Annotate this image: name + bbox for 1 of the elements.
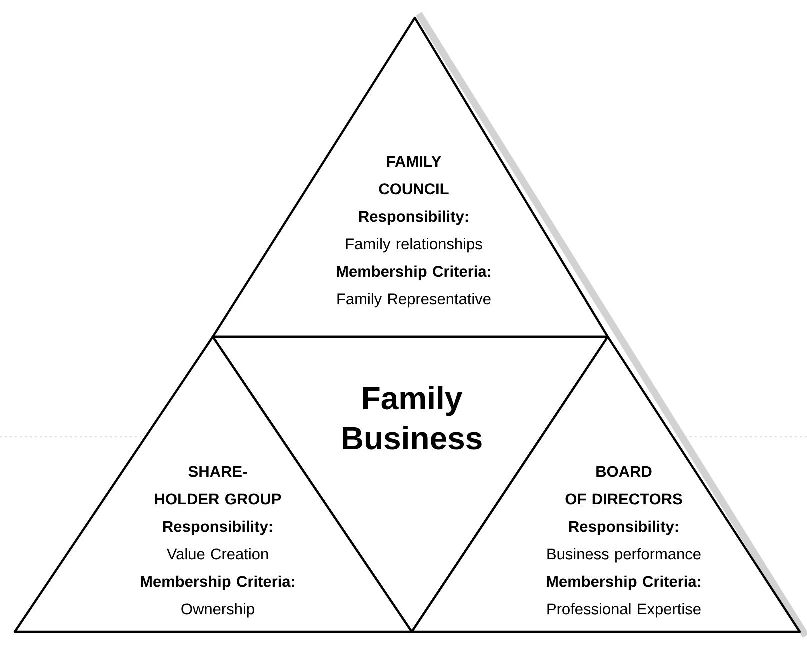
triangle-panel: FAMILY COUNCIL Responsibility: Family relationships Membership Criteria: Family Representative [212,16,610,338]
